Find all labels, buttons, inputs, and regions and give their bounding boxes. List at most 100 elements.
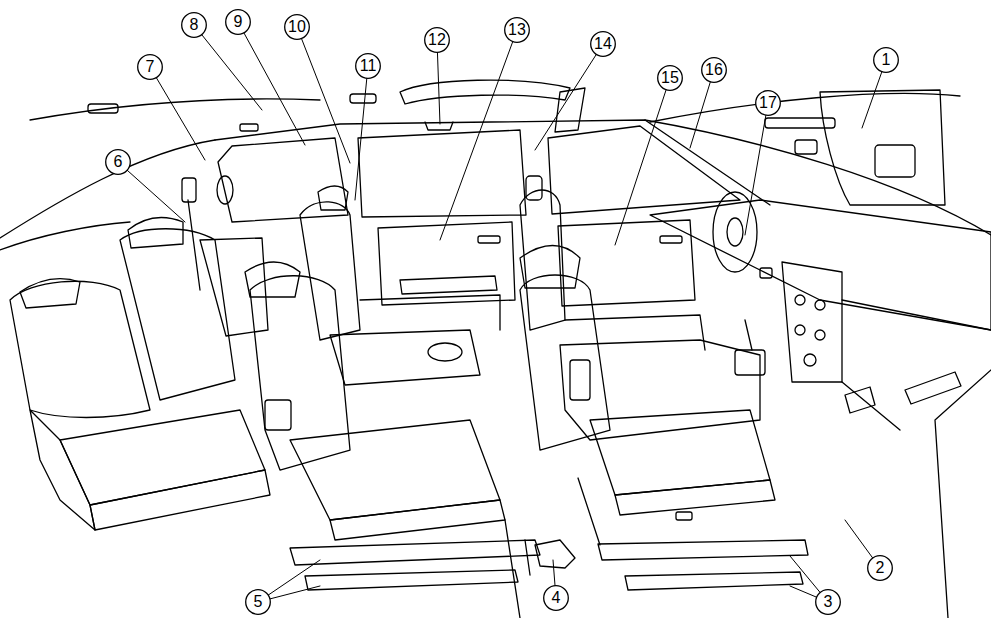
outline-stroke bbox=[330, 500, 505, 540]
outline-stroke bbox=[565, 315, 705, 350]
outline-stroke bbox=[525, 540, 530, 575]
callout-ring bbox=[868, 556, 893, 581]
callout-circle: 15 bbox=[657, 65, 683, 91]
callout-number: 8 bbox=[190, 16, 199, 34]
leader-line bbox=[440, 30, 517, 240]
callout-ring bbox=[285, 15, 310, 40]
outline-stroke bbox=[330, 330, 480, 385]
outline-stroke bbox=[245, 262, 300, 297]
outline-stroke bbox=[645, 120, 991, 235]
callout-ring bbox=[425, 28, 450, 53]
callout-ring bbox=[106, 150, 131, 175]
outline-stroke bbox=[290, 540, 540, 565]
callout-circle: 17 bbox=[755, 90, 781, 116]
callout-number: 7 bbox=[146, 58, 155, 76]
outline-stroke bbox=[0, 222, 130, 250]
outline-stroke bbox=[520, 190, 565, 330]
callout-number: 4 bbox=[552, 589, 561, 607]
leader-line bbox=[297, 27, 350, 163]
outline-stroke bbox=[570, 360, 590, 400]
outline-stroke bbox=[505, 520, 520, 618]
windows bbox=[217, 126, 740, 222]
callout-ring bbox=[182, 13, 207, 38]
outline-stroke bbox=[88, 104, 118, 113]
scuff-plates bbox=[290, 540, 808, 590]
outline-stroke bbox=[350, 94, 376, 103]
second-row-seats bbox=[245, 186, 505, 540]
outline-stroke bbox=[875, 145, 915, 177]
callout-ring bbox=[658, 66, 683, 91]
outline-stroke bbox=[535, 540, 575, 568]
outline-stroke bbox=[815, 330, 825, 340]
callout-ring bbox=[874, 48, 899, 73]
outline-stroke bbox=[760, 268, 772, 278]
callout-circle: 7 bbox=[137, 54, 163, 80]
outline-stroke bbox=[820, 90, 945, 205]
outline-stroke bbox=[90, 470, 270, 530]
leader-line bbox=[194, 25, 262, 110]
outline-stroke bbox=[358, 130, 526, 217]
outline-stroke bbox=[625, 572, 803, 590]
outline-stroke bbox=[842, 300, 991, 330]
outline-stroke bbox=[30, 410, 95, 530]
outline-stroke bbox=[250, 276, 350, 470]
callout-number: 12 bbox=[428, 31, 446, 49]
outline-stroke bbox=[378, 222, 515, 305]
callout-number: 15 bbox=[661, 69, 679, 87]
outline-stroke bbox=[520, 275, 610, 450]
outline-stroke bbox=[218, 138, 348, 222]
callout-circle: 3 bbox=[815, 589, 841, 615]
overhead-console bbox=[400, 80, 585, 132]
callout-circle: 11 bbox=[355, 53, 381, 79]
outline-stroke bbox=[845, 387, 875, 413]
leader-line bbox=[118, 162, 185, 222]
outline-stroke bbox=[318, 186, 348, 210]
outline-stroke bbox=[360, 295, 500, 330]
outline-stroke bbox=[905, 372, 961, 404]
outline-stroke bbox=[804, 354, 816, 366]
outline-stroke bbox=[795, 295, 805, 305]
front-seats bbox=[520, 176, 775, 520]
outline-stroke bbox=[400, 276, 497, 294]
callout-number: 1 bbox=[882, 51, 891, 69]
callout-number: 11 bbox=[360, 57, 377, 75]
dashboard bbox=[650, 192, 991, 618]
leader-line bbox=[535, 44, 603, 150]
leader-line bbox=[355, 66, 368, 200]
callout-circle: 5 bbox=[245, 589, 271, 615]
callout-number: 3 bbox=[824, 593, 833, 611]
callout-circle: 4 bbox=[543, 585, 569, 611]
outline-stroke bbox=[727, 218, 743, 246]
callout-ring bbox=[138, 55, 163, 80]
leader-line bbox=[615, 78, 670, 245]
callout-ring bbox=[756, 91, 781, 116]
floor bbox=[505, 478, 600, 618]
callout-circle: 13 bbox=[504, 17, 530, 43]
outline-stroke bbox=[615, 480, 775, 515]
outline-stroke bbox=[400, 80, 570, 104]
third-row-seat bbox=[10, 178, 270, 530]
outline-stroke bbox=[526, 176, 542, 200]
callout-number: 9 bbox=[234, 13, 243, 31]
callout-ring bbox=[544, 586, 569, 611]
outline-stroke bbox=[217, 176, 233, 204]
callout-ring bbox=[591, 32, 616, 57]
outline-stroke bbox=[200, 238, 268, 336]
outline-stroke bbox=[745, 320, 752, 350]
callout-circle: 9 bbox=[225, 9, 251, 35]
leader-line bbox=[238, 22, 305, 145]
outline-stroke bbox=[795, 140, 817, 154]
callout-circle: 14 bbox=[590, 31, 616, 57]
outline-stroke bbox=[782, 262, 842, 382]
outline-stroke bbox=[935, 370, 991, 618]
outline-stroke bbox=[425, 122, 453, 130]
outline-stroke bbox=[795, 325, 805, 335]
outline-stroke bbox=[290, 420, 500, 520]
outline-stroke bbox=[598, 540, 808, 560]
outline-stroke bbox=[676, 512, 692, 520]
callout-number: 13 bbox=[508, 21, 526, 39]
callout-circle: 1 bbox=[873, 47, 899, 73]
